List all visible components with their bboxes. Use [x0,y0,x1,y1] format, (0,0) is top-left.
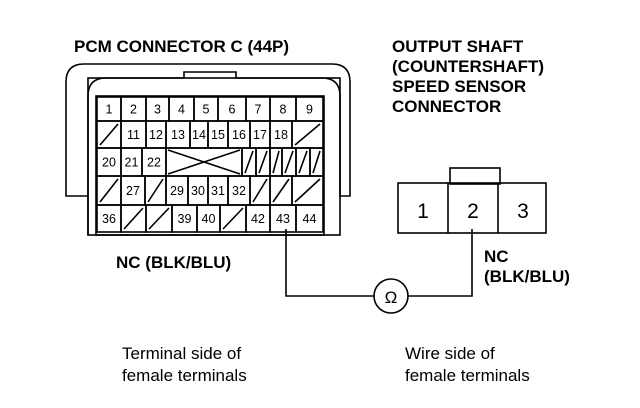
pcm-pin-label: 12 [149,128,163,142]
pcm-pin-label: 22 [147,156,161,170]
pcm-pin-label: 1 [106,103,113,117]
left-caption-line-1: Terminal side of [122,344,241,363]
sensor-wire-label-2: (BLK/BLU) [484,267,570,286]
ohmmeter-icon [373,278,409,314]
test-wiring: Ω [285,229,473,314]
pcm-pin-label: 30 [191,184,205,198]
pcm-pin-label: 18 [274,128,288,142]
pcm-wire-label: NC (BLK/BLU) [116,253,231,272]
pcm-blank-slash [284,150,294,174]
sensor-connector-lock [449,167,501,185]
pcm-connector-title: PCM CONNECTOR C (44P) [74,37,289,56]
pcm-pin-label: 4 [178,103,185,117]
pcm-pin-label: 11 [127,128,140,142]
pcm-blank-slash [258,150,268,174]
right-caption-line-1: Wire side of [405,344,495,363]
sensor-title-line-3: SPEED SENSOR [392,77,526,96]
sensor-connector: 1 2 3 [397,167,547,234]
pcm-pin-label: 20 [102,156,116,170]
pcm-blank-slash [272,150,280,174]
pcm-pin-label: 7 [255,103,262,117]
pcm-pin-label: 14 [192,128,206,142]
pcm-blank-slash [99,178,119,203]
pcm-blank-slash [298,150,308,174]
pcm-pin-label: 44 [303,212,317,226]
sensor-title-line-1: OUTPUT SHAFT [392,37,524,56]
pcm-blank-slash [99,123,119,146]
pcm-pin-label: 40 [202,212,216,226]
wire-sensor-2 [408,229,473,297]
pcm-pin-label: 5 [203,103,210,117]
pcm-pin-label: 36 [102,212,116,226]
pcm-pin-label: 43 [276,212,290,226]
sensor-wire-label-1: NC [484,247,509,266]
pcm-pin-label: 31 [211,184,225,198]
pcm-pin-label: 16 [232,128,246,142]
pcm-blank-slash [312,150,321,174]
pcm-pin-label: 15 [211,128,225,142]
pcm-blank-slash [147,178,164,203]
pcm-blank-slash [244,150,254,174]
pcm-blank-slash [294,123,321,146]
pcm-blank-slash [252,178,268,203]
pcm-pin-label: 42 [251,212,265,226]
pcm-blank-x [167,149,241,175]
pcm-pin-label: 2 [130,103,137,117]
pcm-blank-slash [123,207,144,230]
ohm-symbol: Ω [385,288,398,307]
pcm-pin-label: 17 [253,128,267,142]
pcm-blank-slash [222,207,244,230]
left-caption-line-2: female terminals [122,366,247,385]
pcm-pin-label: 9 [306,103,313,117]
sensor-pin-1: 1 [417,200,429,223]
pcm-blank-slash [148,207,170,230]
sensor-pin-3: 3 [517,200,529,223]
sensor-title-line-2: (COUNTERSHAFT) [392,57,544,76]
pcm-pin-label: 13 [171,128,185,142]
pcm-pin-label: 39 [178,212,192,226]
wire-pcm-43 [285,229,374,297]
pcm-pin-label: 21 [125,156,139,170]
right-caption-line-2: female terminals [405,366,530,385]
pcm-pin-label: 6 [229,103,236,117]
sensor-pin-2: 2 [467,200,479,223]
pcm-pin-label: 32 [232,184,246,198]
pcm-pin-label: 8 [280,103,287,117]
pcm-cell [295,204,324,233]
sensor-title-line-4: CONNECTOR [392,97,501,116]
pcm-pin-label: 29 [170,184,184,198]
pcm-blank-slash [294,178,321,203]
pcm-blank-slash [272,178,290,203]
pcm-pin-label: 27 [126,184,140,198]
pcm-pin-label: 3 [154,103,161,117]
